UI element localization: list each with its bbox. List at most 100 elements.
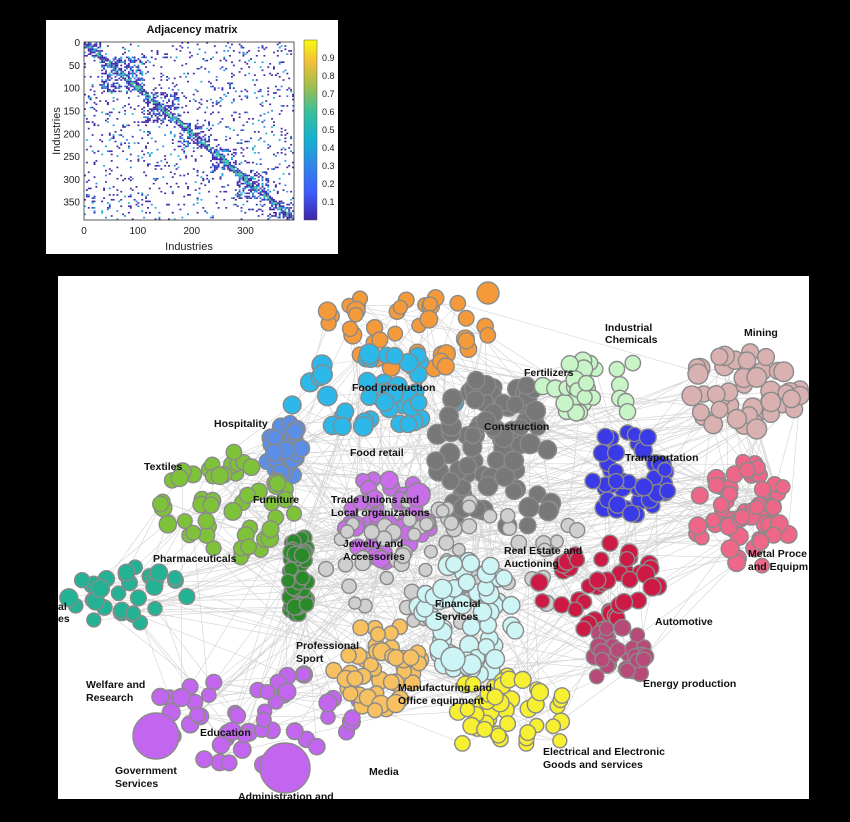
network-node (73, 572, 91, 589)
matrix-cell (261, 46, 264, 49)
matrix-cell (141, 92, 144, 94)
matrix-cell (292, 109, 294, 112)
matrix-cell (288, 164, 291, 167)
matrix-cell (173, 85, 176, 88)
matrix-cell (242, 177, 245, 180)
matrix-cell (135, 80, 138, 83)
matrix-cell (292, 105, 294, 107)
matrix-cell (240, 194, 243, 196)
matrix-cell (135, 200, 138, 203)
matrix-cell (255, 190, 258, 193)
matrix-cell (101, 75, 104, 78)
matrix-cell (160, 97, 163, 99)
matrix-cell (103, 80, 105, 83)
network-edge (134, 520, 186, 568)
network-node (618, 551, 636, 568)
matrix-cell (173, 116, 176, 119)
matrix-cell (118, 74, 121, 76)
network-node (490, 727, 507, 744)
matrix-cell (274, 203, 277, 206)
matrix-cell (173, 173, 176, 175)
network-node (170, 468, 189, 488)
matrix-cell (274, 184, 277, 187)
matrix-cell (284, 211, 287, 214)
matrix-cell (112, 59, 115, 62)
matrix-cell (274, 85, 277, 88)
matrix-cell (227, 184, 230, 187)
matrix-cell (105, 80, 107, 83)
matrix-cell (238, 116, 241, 119)
matrix-cell (231, 61, 233, 64)
network-node (465, 390, 485, 410)
matrix-cell (120, 67, 123, 70)
matrix-cell (219, 148, 222, 151)
matrix-cell (164, 134, 167, 136)
matrix-cell (169, 121, 172, 123)
label-research: Research (86, 692, 133, 704)
matrix-cell (148, 101, 151, 104)
matrix-cell (114, 79, 117, 81)
matrix-y-axis-title: Industries (51, 107, 63, 155)
matrix-cell (127, 205, 130, 208)
matrix-cell (139, 88, 142, 91)
matrix-cell (131, 218, 134, 220)
matrix-cell (171, 142, 174, 144)
matrix-cell (112, 135, 115, 138)
matrix-cell (246, 181, 249, 183)
matrix-cell (246, 192, 249, 195)
matrix-cell (194, 139, 197, 141)
matrix-cell (229, 54, 231, 57)
matrix-cell (276, 202, 279, 204)
matrix-cell (206, 177, 209, 180)
network-edge (380, 534, 774, 705)
matrix-cell (189, 126, 191, 128)
matrix-cell (278, 42, 281, 44)
matrix-cell (219, 190, 222, 193)
matrix-cell (127, 211, 130, 214)
matrix-cell (211, 215, 214, 217)
matrix-cell (206, 148, 209, 151)
matrix-cell (116, 82, 119, 85)
matrix-cell (166, 111, 168, 114)
matrix-cell (137, 85, 140, 88)
matrix-cell (120, 142, 123, 144)
government-services-node (132, 712, 180, 760)
matrix-cell (141, 108, 144, 110)
matrix-cell (152, 108, 155, 110)
matrix-cell (215, 150, 218, 153)
matrix-cell (95, 48, 98, 51)
matrix-cell (229, 87, 231, 89)
matrix-cell (190, 129, 193, 131)
matrix-cell (91, 197, 94, 199)
matrix-cell (276, 72, 279, 75)
matrix-cell (160, 190, 163, 193)
matrix-cell (181, 106, 184, 109)
matrix-cell (137, 158, 140, 161)
matrix-cell (187, 186, 189, 188)
matrix-cell (190, 54, 193, 57)
matrix-cell (221, 173, 224, 175)
matrix-cell (240, 46, 243, 49)
matrix-cell (223, 50, 226, 52)
matrix-cell (105, 85, 107, 88)
label-sport: Sport (296, 653, 324, 665)
matrix-cell (108, 74, 111, 76)
matrix-cell (227, 163, 230, 165)
matrix-cell (242, 173, 245, 175)
matrix-cell (177, 106, 180, 109)
network-node (486, 688, 504, 706)
matrix-cell (196, 142, 199, 144)
matrix-cell (95, 182, 98, 185)
matrix-cell (261, 186, 264, 188)
matrix-cell (200, 80, 203, 83)
matrix-cell (273, 200, 275, 203)
network-node (363, 523, 380, 541)
network-node (760, 391, 782, 413)
matrix-cell (112, 108, 115, 110)
matrix-cell (139, 79, 142, 81)
matrix-cell (173, 164, 176, 167)
matrix-cell (246, 176, 249, 178)
matrix-cell (127, 56, 130, 59)
matrix-cell (259, 197, 262, 199)
matrix-cell (158, 101, 161, 104)
